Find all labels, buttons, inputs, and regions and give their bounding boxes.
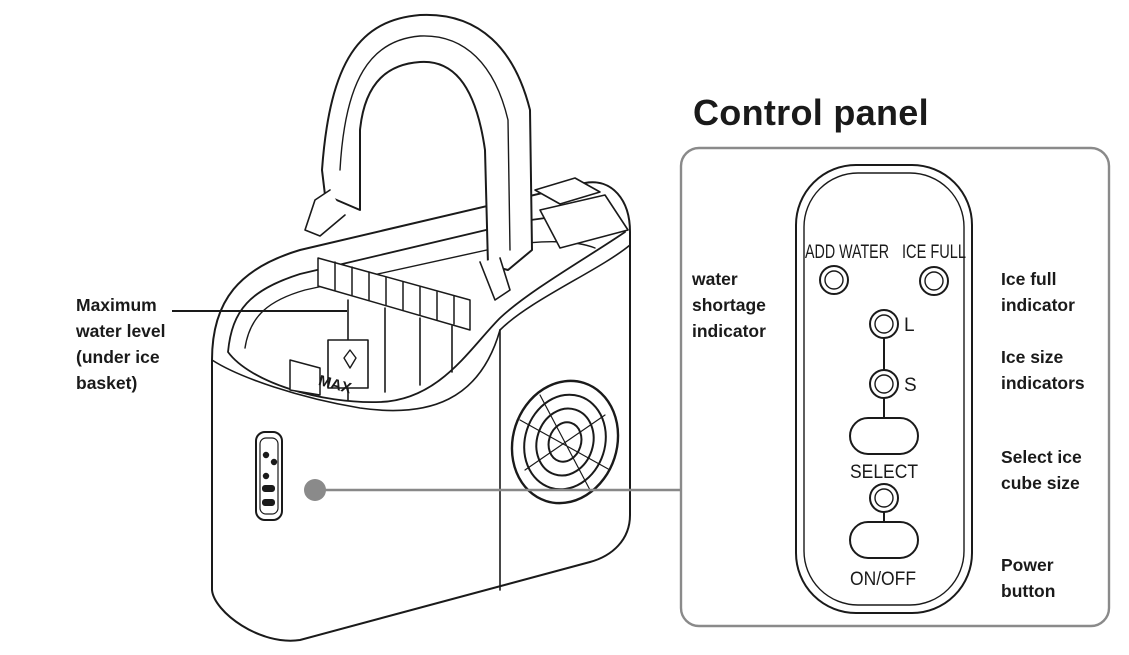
ice-size-callout: Ice size indicators [1001, 344, 1085, 396]
open-lid [304, 13, 533, 301]
callout-line: water level [76, 321, 166, 341]
control-panel-inner-edge [803, 172, 965, 606]
callout-line: indicator [1001, 295, 1075, 315]
callout-line: Power [1001, 555, 1054, 575]
size-l-label: L [904, 315, 915, 336]
power-callout: Power button [1001, 552, 1055, 604]
add-water-label: ADD WATER [805, 242, 889, 263]
callout-line: button [1001, 581, 1056, 601]
water-shortage-callout: water shortage indicator [692, 266, 766, 344]
callout-line: Select ice [1001, 447, 1082, 467]
callout-line: indicators [1001, 373, 1085, 393]
fan-vent [510, 379, 620, 505]
panel-location-dot [304, 479, 326, 501]
max-water-tab [327, 339, 369, 389]
callout-line: basket) [76, 373, 138, 393]
callout-line: shortage [692, 295, 766, 315]
select-button[interactable] [849, 417, 919, 455]
ice-full-callout: Ice full indicator [1001, 266, 1075, 318]
max-water-level-callout: Maximum water level (under ice basket) [76, 292, 166, 396]
callout-line: water [692, 269, 738, 289]
callout-line: Ice size [1001, 347, 1064, 367]
page-title: Control panel [693, 92, 929, 133]
size-s-label: S [904, 375, 917, 396]
onoff-label: ON/OFF [850, 569, 916, 590]
callout-line: (under ice [76, 347, 160, 367]
ice-full-label: ICE FULL [902, 242, 966, 263]
callout-line: indicator [692, 321, 766, 341]
select-label: SELECT [850, 462, 918, 483]
callout-line: cube size [1001, 473, 1080, 493]
onoff-button[interactable] [849, 521, 919, 559]
select-size-callout: Select ice cube size [1001, 444, 1082, 496]
callout-line: Maximum [76, 295, 157, 315]
callout-line: Ice full [1001, 269, 1057, 289]
front-control-panel [255, 431, 283, 521]
